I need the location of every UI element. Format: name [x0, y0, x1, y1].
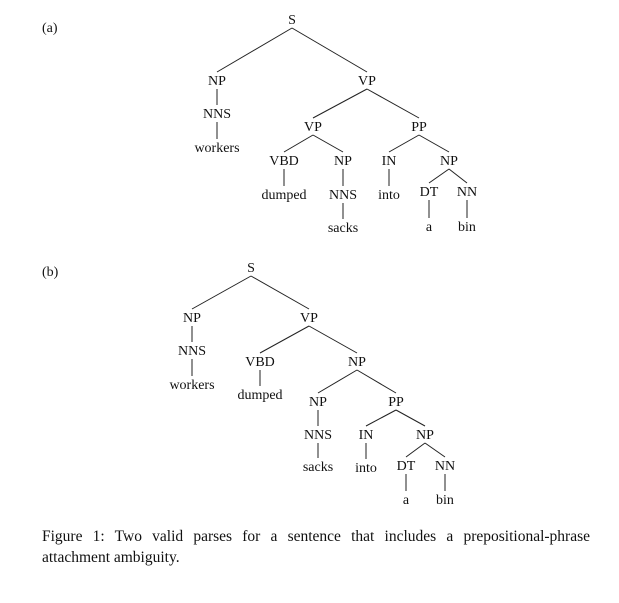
- tree-a-node-dt: DT: [420, 185, 439, 200]
- tree-a-node-pp: PP: [411, 120, 427, 135]
- tree-a-word-w2: dumped: [261, 188, 306, 203]
- tree-a-node-nns1: NNS: [203, 107, 231, 122]
- tree-a-node-in: IN: [382, 154, 397, 169]
- tree-b-node-np2: NP: [348, 355, 366, 370]
- tree-b-node-nns1: NNS: [178, 344, 206, 359]
- tree-a-word-w4: into: [378, 188, 400, 203]
- tree-b-edge-np4-nn: [424, 442, 446, 458]
- tree-b-node-nns2: NNS: [304, 428, 332, 443]
- tree-b-word-w4: into: [355, 461, 377, 476]
- tree-b-edge-np4-dt: [405, 442, 426, 458]
- tree-a-edge-s-vp1: [291, 27, 368, 73]
- tree-a-edge-pp-np3: [418, 134, 450, 153]
- tree-b-node-np3: NP: [309, 395, 327, 410]
- tree-a-edge-vp2-np2: [312, 134, 344, 153]
- figure-caption: Figure 1: Two valid parses for a sentenc…: [42, 528, 590, 566]
- tree-b-word-w2: dumped: [237, 388, 282, 403]
- tree-b-node-pp: PP: [388, 395, 404, 410]
- tree-a-node-nns2: NNS: [329, 188, 357, 203]
- tree-b-node-dt: DT: [397, 459, 416, 474]
- tree-b-edge-np2-pp: [356, 369, 397, 394]
- tree-a-node-vbd: VBD: [269, 154, 299, 169]
- tree-a-edge-vp1-pp: [366, 88, 420, 119]
- tree-b-node-vbd: VBD: [245, 355, 275, 370]
- tree-a-edge-vp2-vbd: [283, 134, 314, 153]
- tree-b-edge-vp1-vbd: [259, 325, 310, 354]
- tree-a-word-w3: sacks: [328, 221, 358, 236]
- tree-a-node-vp1: VP: [358, 74, 376, 89]
- tree-b-word-w3: sacks: [303, 460, 333, 475]
- tree-b-edge-vp1-np2: [308, 325, 358, 354]
- tree-a-node-s: S: [288, 13, 296, 28]
- tree-a-edge-np3-nn: [448, 168, 468, 184]
- tree-b-node-in: IN: [359, 428, 374, 443]
- tree-b-node-np4: NP: [416, 428, 434, 443]
- tree-b-edge-s-vp1: [250, 275, 310, 310]
- tree-a-edge-s-np1: [216, 27, 293, 73]
- tree-a-edge-np3-dt: [428, 168, 450, 184]
- tree-a-edge-vp1-vp2: [312, 88, 368, 119]
- parse-tree-b: SNPNNSworkersVPVBDdumpedNPNPNNSsacksPPIN…: [169, 261, 455, 508]
- parse-tree-figure: (a) SNPNNSworkersVPVPVBDdumpedNPNNSsacks…: [42, 13, 477, 508]
- tree-a-node-np3: NP: [440, 154, 458, 169]
- tree-b-node-nn: NN: [435, 459, 455, 474]
- tree-a-node-nn: NN: [457, 185, 477, 200]
- tree-a-node-vp2: VP: [304, 120, 322, 135]
- tree-b-node-s: S: [247, 261, 255, 276]
- tree-b-word-w6: bin: [436, 493, 454, 508]
- tree-b-word-w5: a: [403, 493, 410, 508]
- tree-a-word-w1: workers: [194, 141, 239, 156]
- tree-b-node-vp1: VP: [300, 311, 318, 326]
- parse-tree-a: S NP NNS workers VP VP VBD dumped NP NNS sacks PP IN…: [194, 13, 477, 236]
- tree-a-word-w5: a: [426, 220, 433, 235]
- tree-a-edge-pp-in: [388, 134, 420, 153]
- tree-a-node-np1: NP: [208, 74, 226, 89]
- tree-b-edge-pp-in: [365, 409, 397, 427]
- tree-b-edge-pp-np4: [395, 409, 426, 427]
- tree-b-node-np1: NP: [183, 311, 201, 326]
- tree-b-edge-s-np1: [191, 275, 252, 310]
- tree-b-edge-np2-np3: [317, 369, 358, 394]
- tree-a-word-w6: bin: [458, 220, 476, 235]
- tree-b-word-w1: workers: [169, 378, 214, 393]
- tree-a-node-np2: NP: [334, 154, 352, 169]
- panel-b-label: (b): [42, 265, 59, 280]
- panel-a-label: (a): [42, 21, 58, 36]
